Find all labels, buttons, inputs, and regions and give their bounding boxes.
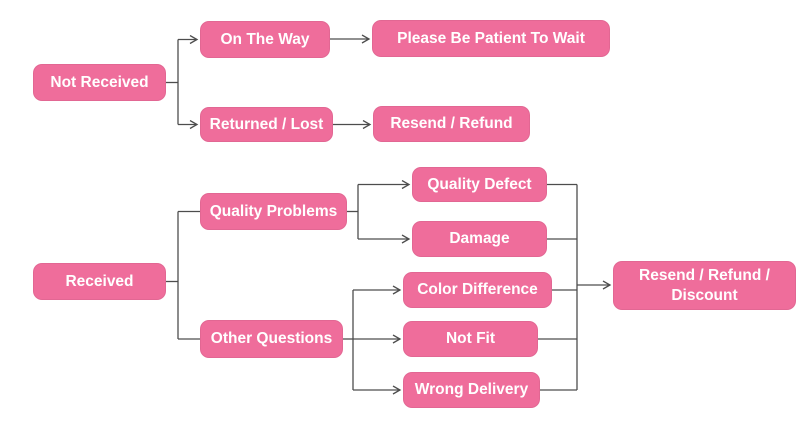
node-on-the-way: On The Way [200,21,330,58]
node-please-be-patient-to-wait: Please Be Patient To Wait [372,20,610,57]
connector-quality-problems-branch [347,185,409,240]
node-quality-defect: Quality Defect [412,167,547,202]
connector-not-received-branch [166,40,197,125]
node-damage: Damage [412,221,547,257]
node-not-fit: Not Fit [403,321,538,357]
node-resend-refund-discount: Resend / Refund / Discount [613,261,796,310]
node-returned-lost: Returned / Lost [200,107,333,142]
node-wrong-delivery: Wrong Delivery [403,372,540,408]
connector-other-questions-branch [343,290,400,390]
connector-collector-to-discount [538,183,610,391]
node-quality-problems: Quality Problems [200,193,347,230]
connector-received-branch [166,210,200,340]
node-not-received: Not Received [33,64,166,101]
node-resend-refund: Resend / Refund [373,106,530,142]
node-other-questions: Other Questions [200,320,343,358]
node-color-difference: Color Difference [403,272,552,308]
node-received: Received [33,263,166,300]
